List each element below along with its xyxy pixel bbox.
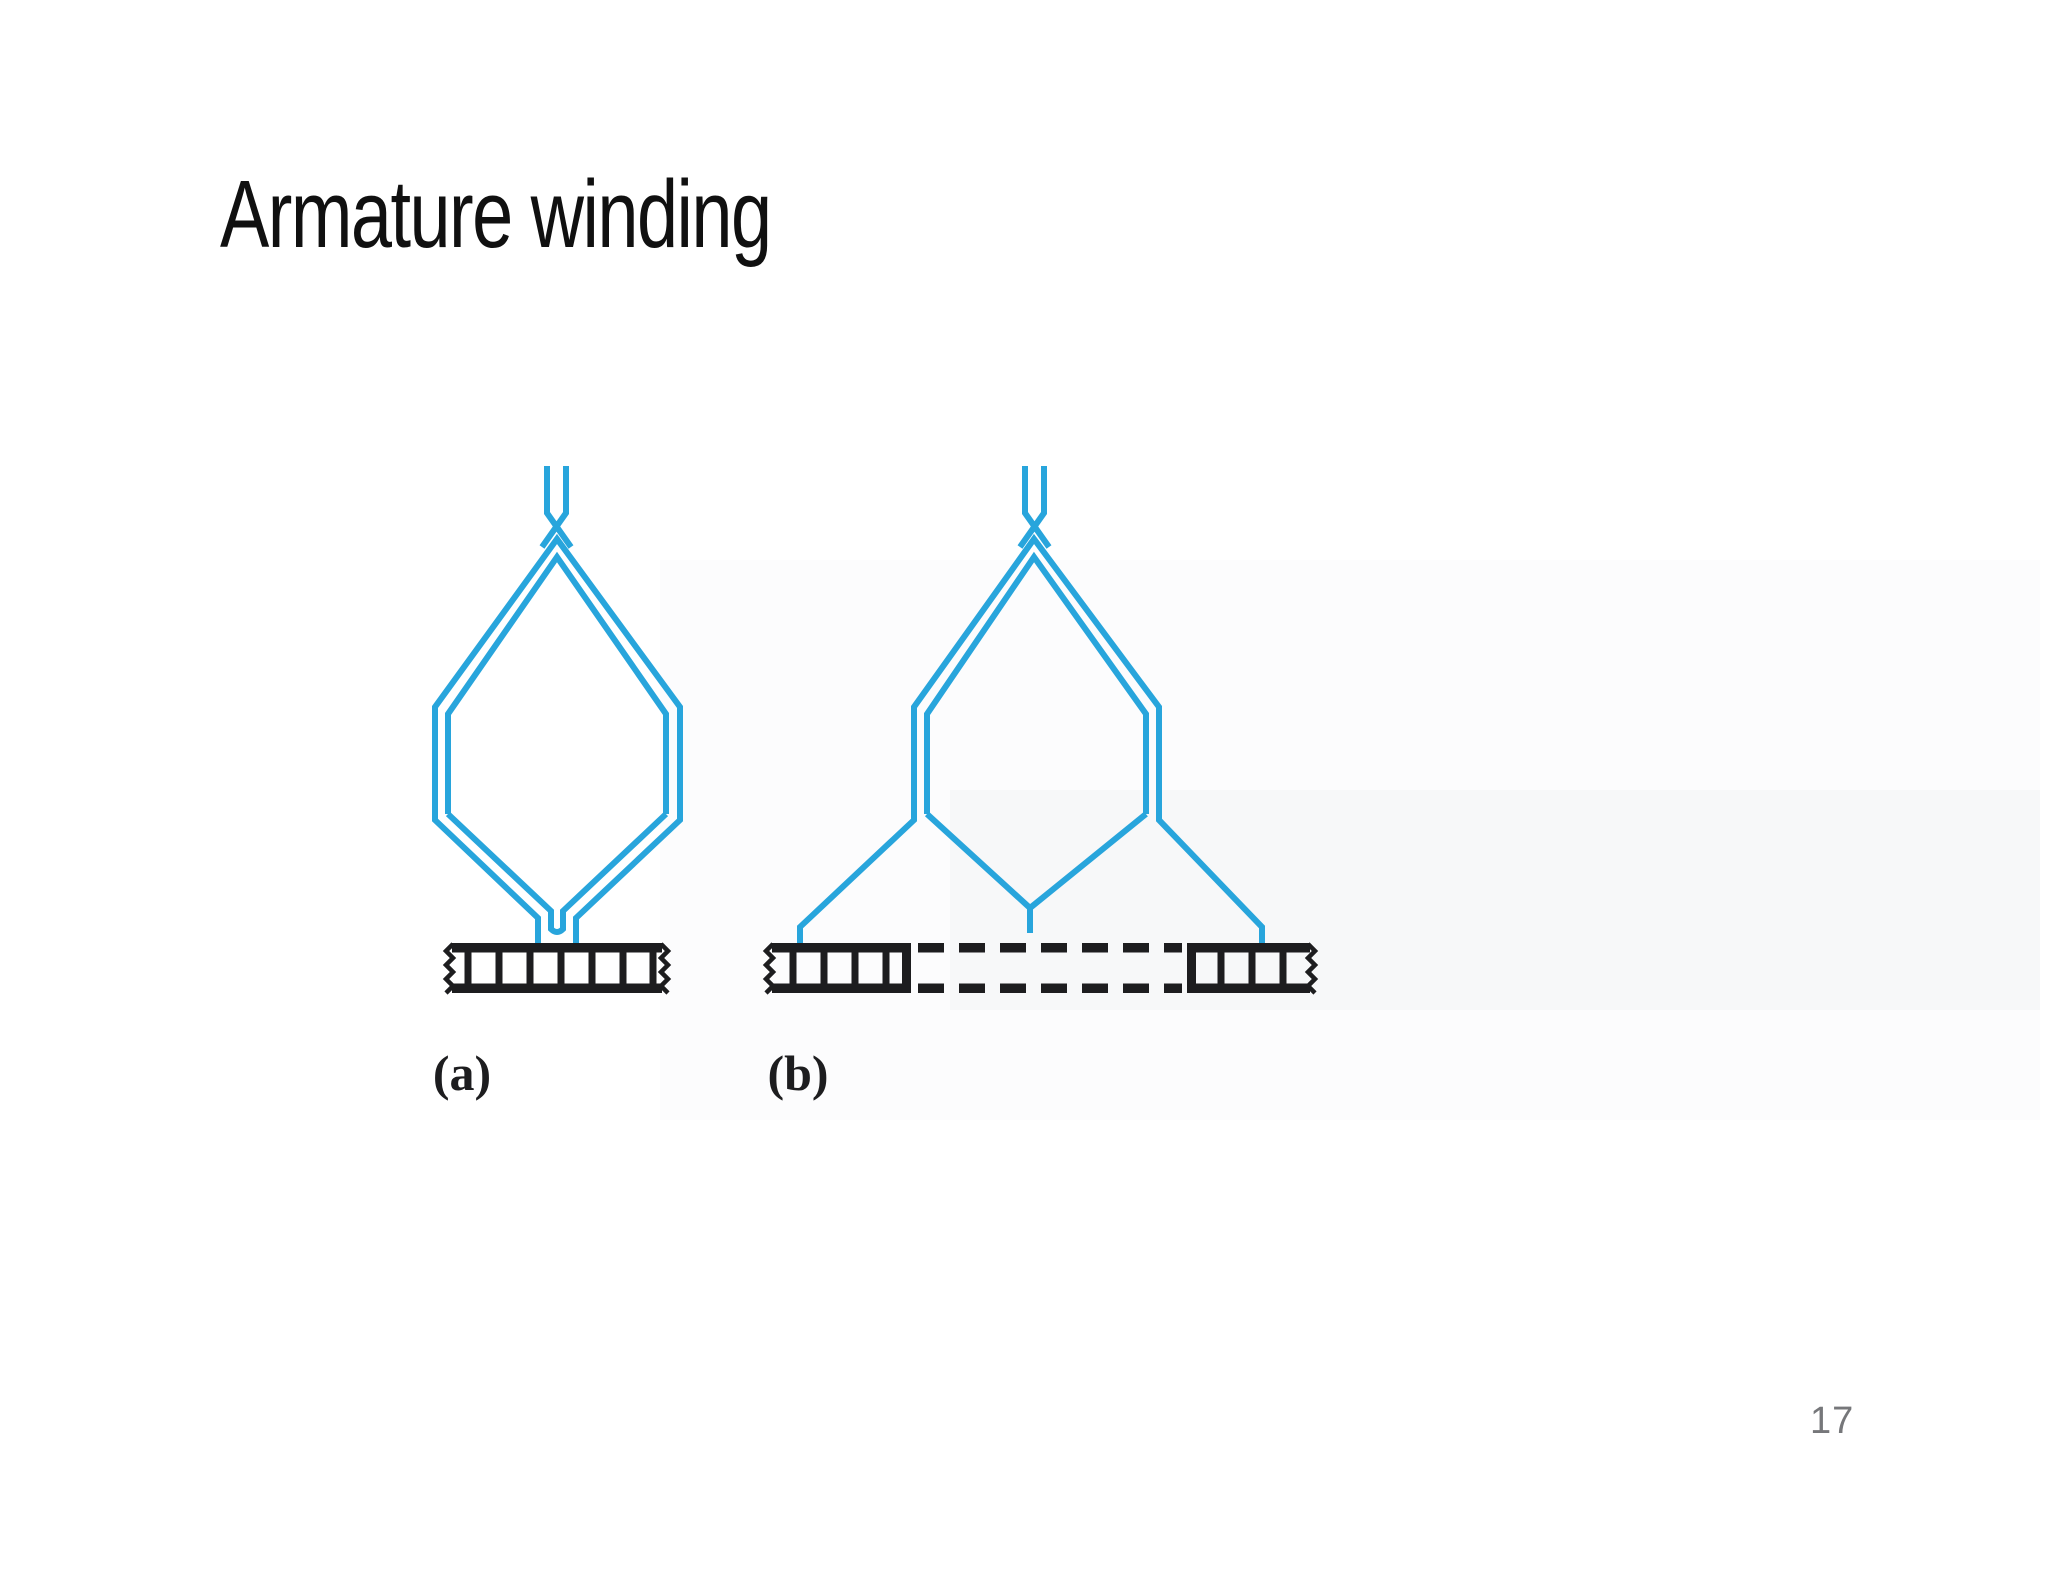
commutator-segment <box>588 943 596 993</box>
commutator-b-left <box>762 942 911 995</box>
slide-title: Armature winding <box>220 161 772 268</box>
commutator-segment <box>649 943 657 993</box>
commutator-segment <box>882 943 890 993</box>
commutator-dashed-section <box>918 942 1182 993</box>
torn-edge-icon <box>762 942 777 995</box>
coil-b-lead-left <box>1022 466 1052 549</box>
commutator-segment <box>1187 943 1196 993</box>
figure-background-tint <box>660 560 2040 1120</box>
commutator-segment <box>557 943 565 993</box>
figure-label-a: (a) <box>433 1045 491 1101</box>
coil-b-lead-right <box>1017 466 1047 549</box>
commutator-segment <box>526 943 534 993</box>
commutator-a-bottom-rail <box>452 983 662 993</box>
coil-a <box>432 466 683 944</box>
coil-a-lead-left <box>544 466 574 549</box>
coil-a-outer-loop <box>432 533 683 944</box>
coil-b-inner-loop-top <box>924 551 1149 814</box>
commutator-segment <box>1248 943 1256 993</box>
commutator-segment <box>1279 943 1287 993</box>
commutator-segment <box>820 943 828 993</box>
commutator-segment <box>495 943 503 993</box>
commutator-segment <box>464 943 472 993</box>
commutator-b-right <box>1187 942 1319 995</box>
torn-edge-icon <box>442 942 457 995</box>
commutator-a-top-rail <box>452 943 662 953</box>
commutator-a-segments <box>464 943 657 993</box>
commutator-segment <box>619 943 627 993</box>
commutator-a <box>442 942 672 995</box>
commutator-b-left-bottom-rail <box>772 983 911 993</box>
torn-edge-icon <box>1304 942 1319 995</box>
coil-a-inner-loop-bottom <box>445 811 669 935</box>
commutator-b-left-top-rail <box>772 943 911 953</box>
commutator-segment <box>789 943 797 993</box>
torn-edge-icon <box>657 942 672 995</box>
figure-tint-band <box>950 790 2040 1010</box>
commutator-segment <box>851 943 859 993</box>
commutator-segment <box>902 943 911 993</box>
commutator-b-right-segments <box>1187 943 1287 993</box>
figure-label-b: (b) <box>767 1045 828 1101</box>
coil-b-outer-loop <box>797 533 1265 944</box>
commutator-b-left-segments <box>789 943 911 993</box>
coil-a-lead-right <box>539 466 569 549</box>
commutator-segment <box>1217 943 1225 993</box>
page-number: 17 <box>1810 1400 1855 1442</box>
coil-b <box>797 466 1265 944</box>
coil-a-inner-loop-top <box>445 551 669 814</box>
